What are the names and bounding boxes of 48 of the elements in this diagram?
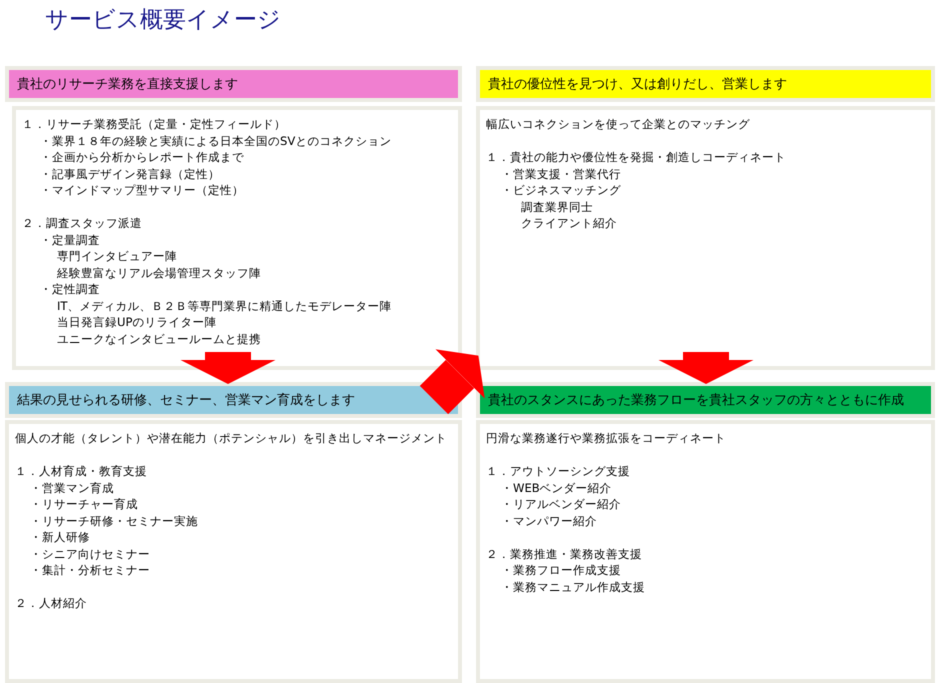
- list-item: １．人材育成・教育支援: [15, 463, 148, 480]
- list-item: IT、メディカル、Ｂ２Ｂ等専門業界に精通したモデレーター陣: [57, 298, 393, 314]
- content-box: [476, 106, 935, 370]
- block-arrow: [420, 349, 485, 414]
- list-item: ・営業支援・営業代行: [501, 166, 622, 182]
- list-item: ・WEBベンダー紹介: [501, 480, 613, 496]
- list-item: 幅広いコネクションを使って企業とのマッチング: [486, 116, 751, 132]
- list-item: クライアント紹介: [521, 215, 618, 232]
- list-item: １．リサーチ業務受託（定量・定性フィールド）: [22, 116, 287, 132]
- list-item: １．アウトソーシング支援: [486, 463, 631, 480]
- heading-band: 貴社のスタンスにあった業務フローを貴社スタッフの方々とともに作成: [476, 382, 935, 418]
- list-item: ・営業マン育成: [30, 480, 115, 496]
- heading-band: 結果の見せられる研修、セミナー、営業マン育成をします: [5, 382, 462, 418]
- list-item: ・企画から分析からレポート作成まで: [40, 149, 245, 166]
- heading-band: 貴社のリサーチ業務を直接支援します: [5, 66, 462, 102]
- list-item: ・新人研修: [30, 529, 91, 546]
- list-item: ・集計・分析セミナー: [30, 562, 151, 578]
- list-item: ・業務マニュアル作成支援: [501, 578, 646, 595]
- heading-band: 貴社の優位性を見つけ、又は創りだし、営業します: [476, 66, 935, 102]
- content-box: [5, 420, 462, 683]
- list-item: ・リサーチ研修・セミナー実施: [30, 512, 199, 529]
- list-item: ユニークなインタビュールームと提携: [57, 330, 262, 347]
- list-item: ２．調査スタッフ派遣: [22, 215, 143, 232]
- list-item: ２．業務推進・業務改善支援: [486, 546, 643, 562]
- list-item: ・記事風デザイン発言録（定性）: [40, 166, 221, 182]
- list-item: 円滑な業務遂行や業務拡張をコーディネート: [486, 430, 727, 446]
- list-item: １．貴社の能力や優位性を発掘・創造しコーディネート: [486, 149, 787, 166]
- block-arrow: [658, 352, 754, 384]
- list-item: 専門インタビュアー陣: [57, 248, 178, 264]
- list-item: ・業界１８年の経験と実績による日本全国のSVとのコネクション: [40, 132, 392, 149]
- list-item: ２．人材紹介: [15, 595, 88, 612]
- list-item: ・ビジネスマッチング: [501, 182, 622, 198]
- list-item: ・マンパワー紹介: [501, 512, 598, 529]
- list-item: ・業務フロー作成支援: [501, 562, 622, 578]
- list-item: ・シニア向けセミナー: [30, 546, 151, 562]
- list-item: ・リアルベンダー紹介: [501, 496, 622, 512]
- list-item: ・定性調査: [40, 281, 101, 298]
- content-box: [476, 420, 935, 683]
- list-item: ・定量調査: [40, 232, 101, 248]
- list-item: 経験豊富なリアル会場管理スタッフ陣: [57, 264, 262, 281]
- list-item: ・リサーチャー育成: [30, 496, 139, 512]
- list-item: 調査業界同士: [521, 198, 594, 215]
- list-item: ・マインドマップ型サマリー（定性）: [40, 182, 245, 198]
- title: サービス概要イメージ: [45, 6, 281, 35]
- content-box: [12, 106, 462, 370]
- block-arrow: [180, 352, 276, 384]
- list-item: 当日発言録UPのリライター陣: [57, 314, 218, 330]
- list-item: 個人の才能（タレント）や潜在能力（ポテンシャル）を引き出しマネージメント: [15, 430, 448, 446]
